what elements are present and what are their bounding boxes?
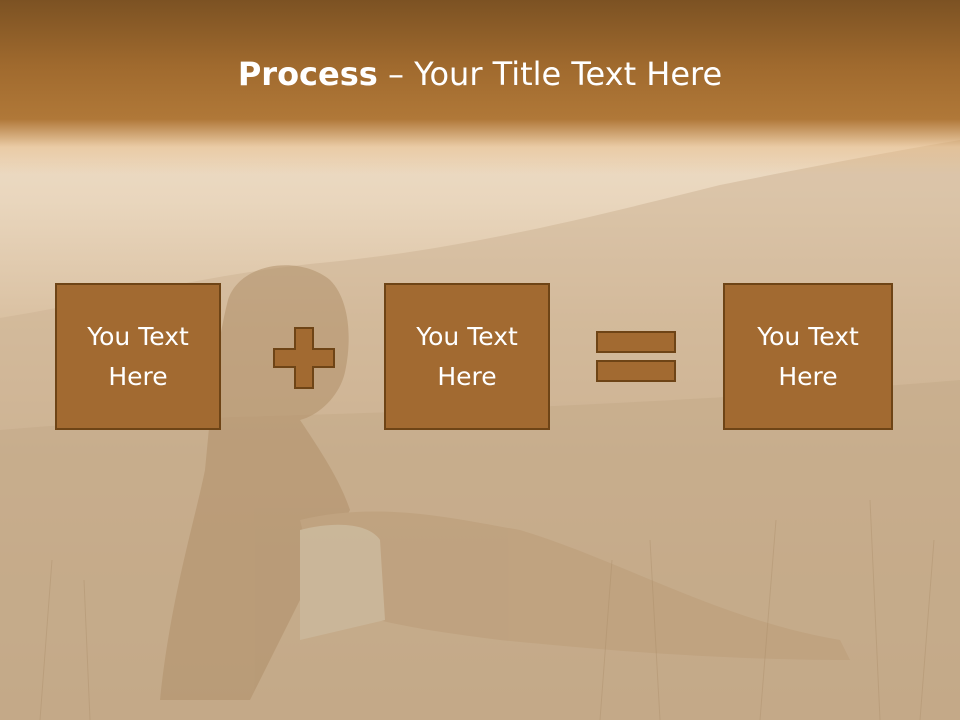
process-box-2-label: You Text Here <box>416 321 518 391</box>
process-box-result-label: You Text Here <box>757 321 859 391</box>
plus-icon <box>273 327 335 389</box>
title-bar <box>0 0 960 175</box>
process-box-1[interactable]: You Text Here <box>55 283 221 430</box>
process-box-1-label: You Text Here <box>87 321 189 391</box>
grass-texture <box>39 499 935 720</box>
process-box-2[interactable]: You Text Here <box>384 283 550 430</box>
slide-title: Process – Your Title Text Here <box>0 52 960 96</box>
process-box-result[interactable]: You Text Here <box>723 283 893 430</box>
title-bold: Process <box>237 55 378 93</box>
title-rest: – Your Title Text Here <box>377 55 723 93</box>
equals-icon <box>596 331 676 382</box>
